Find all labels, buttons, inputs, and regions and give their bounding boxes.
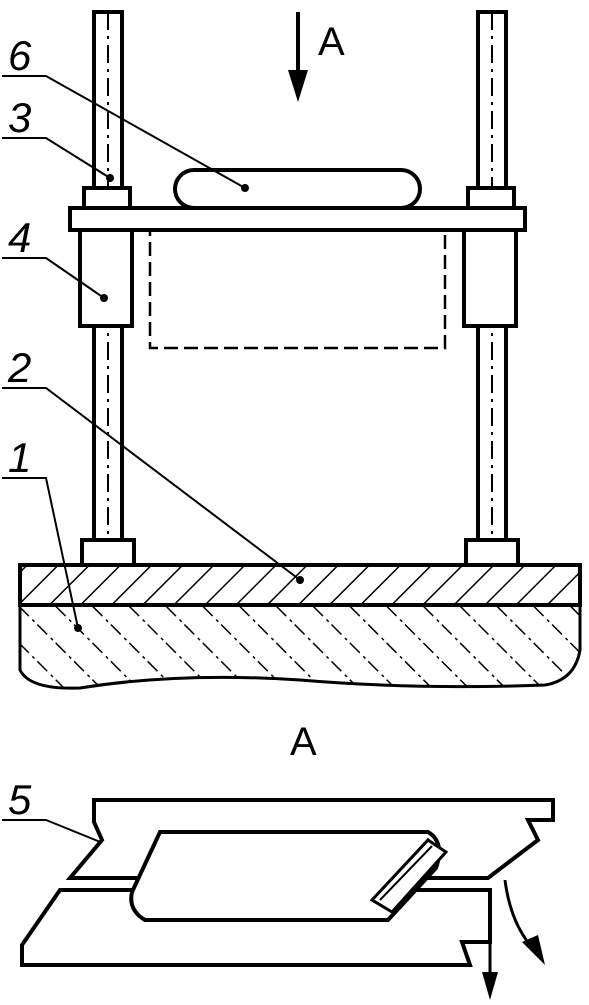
- exit-arrows: [482, 879, 545, 1000]
- label-6: 6: [8, 32, 32, 79]
- view-arrow-letter: A: [318, 20, 345, 64]
- element-5: [129, 830, 449, 922]
- left-column: [78, 10, 136, 567]
- label-1: 1: [8, 434, 31, 481]
- right-column: [462, 10, 520, 567]
- guide-bushing-right: [462, 226, 518, 328]
- label-3: 3: [8, 94, 31, 141]
- label-2: 2: [7, 344, 31, 391]
- view-arrow: [288, 12, 308, 102]
- label-4: 4: [8, 214, 31, 261]
- load-weight: [173, 168, 422, 210]
- section-view-title: A: [290, 720, 317, 764]
- label-5: 5: [8, 776, 32, 823]
- work-plate: [18, 563, 582, 607]
- leader-lines: [2, 75, 301, 851]
- guide-bushing-left: [78, 226, 134, 328]
- base-plate: [18, 603, 582, 690]
- upper-plate: [68, 206, 527, 350]
